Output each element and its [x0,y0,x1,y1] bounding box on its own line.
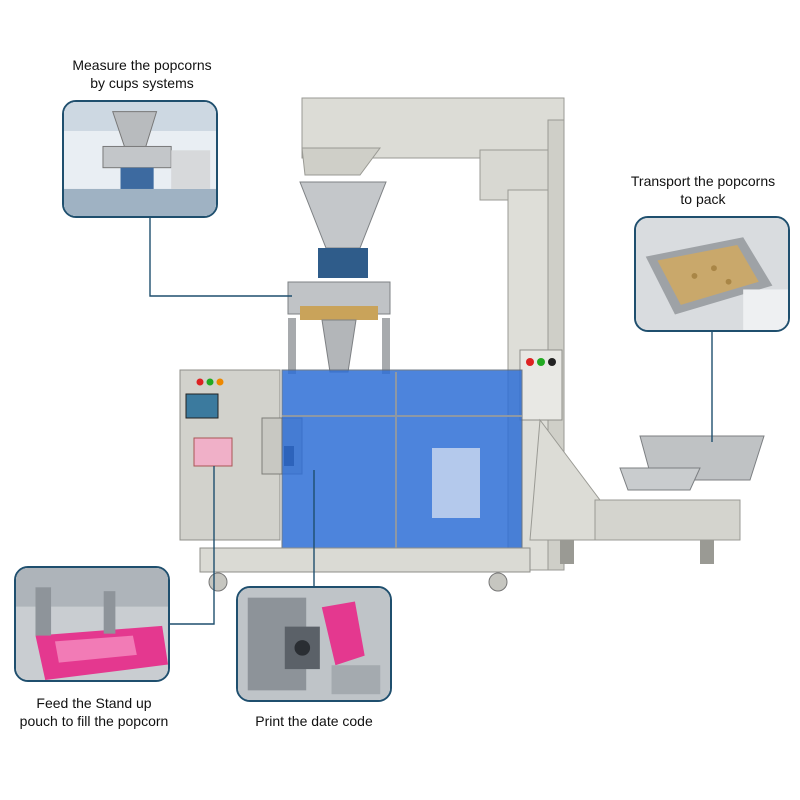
caption-measure-line1: Measure the popcorns [72,57,212,73]
transport-tray-inset [634,216,790,332]
caption-print: Print the date code [226,712,402,730]
cup-filler-hopper [287,181,391,374]
caption-measure-line2: by cups systems [90,75,194,91]
caption-feed-line2: pouch to fill the popcorn [19,713,169,729]
vibration-tray [619,435,765,491]
caption-feed-line1: Feed the Stand up [36,695,152,711]
caption-transport-line1: Transport the popcorns [630,173,776,189]
feed-pouch-inset [14,566,170,682]
date-code-inset [236,586,392,702]
caption-transport: Transport the popcorns to pack [606,172,800,208]
caption-transport-line2: to pack [680,191,726,207]
caption-measure: Measure the popcorns by cups systems [40,56,244,92]
bucket-elevator [301,97,741,571]
caption-feed: Feed the Stand up pouch to fill the popc… [0,694,188,730]
machine-base [199,547,531,592]
caption-print-line1: Print the date code [255,713,373,729]
measure-cups-inset [62,100,218,218]
blue-safety-guard [281,369,523,551]
